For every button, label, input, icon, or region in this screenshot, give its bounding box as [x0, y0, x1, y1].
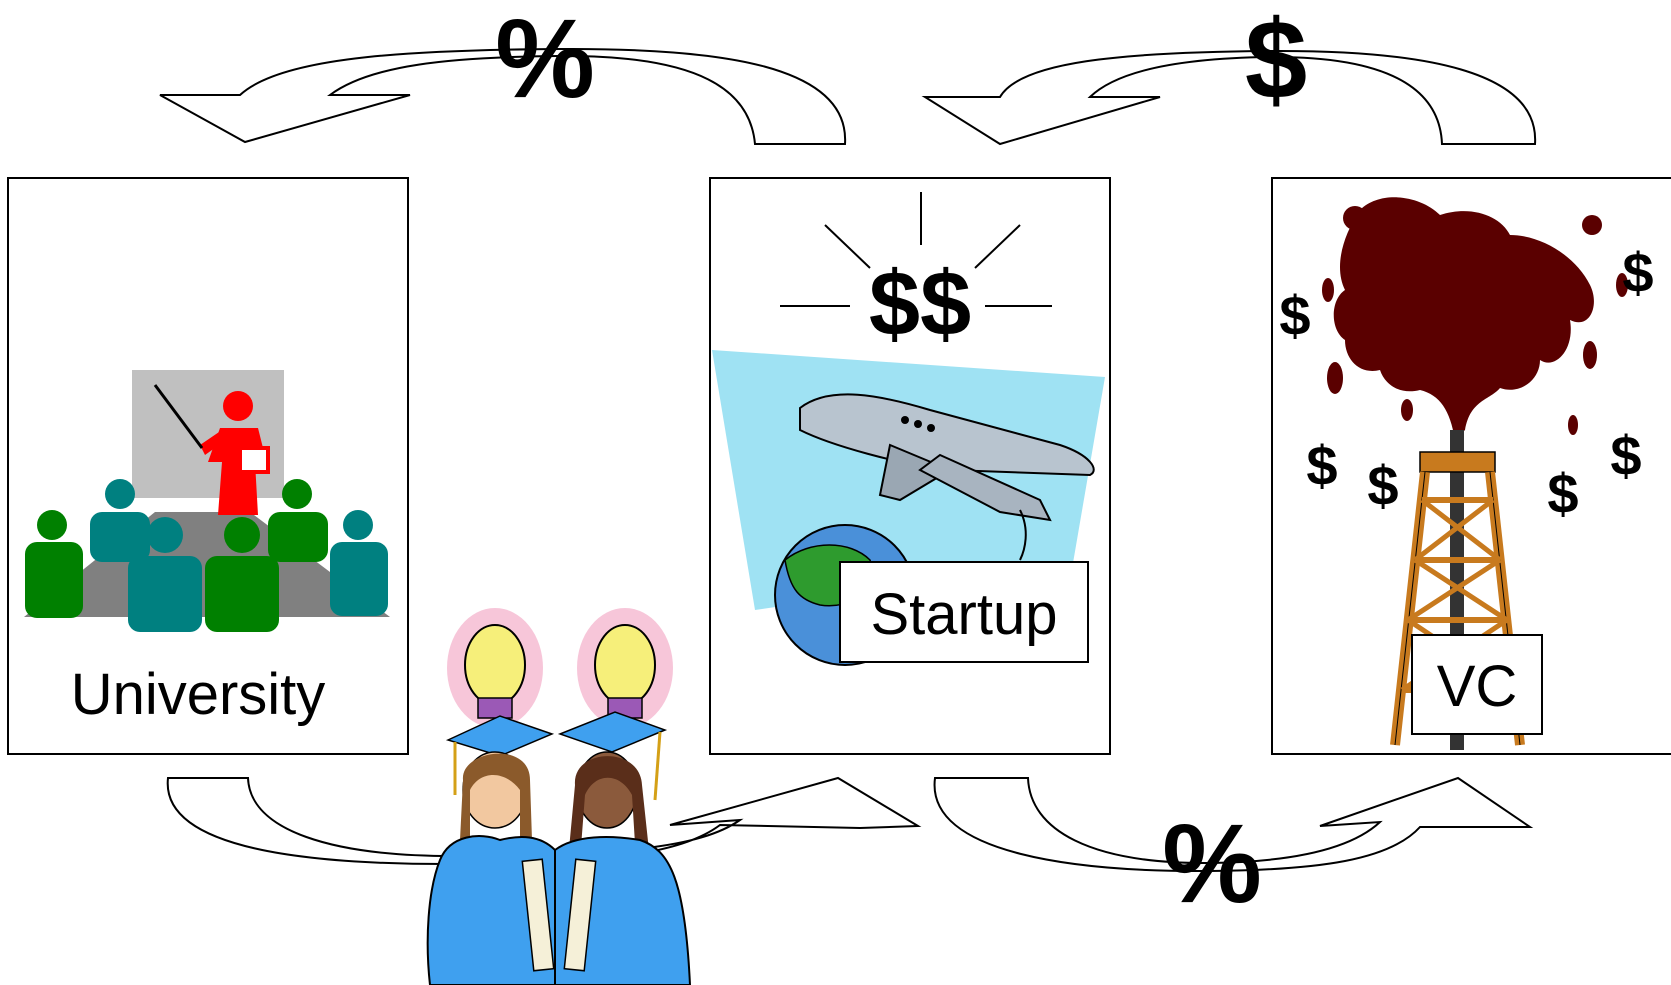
oil-gusher-icon	[1322, 197, 1628, 750]
startup-node: $$ Startup	[709, 177, 1111, 755]
arrow-vc-to-startup	[921, 49, 1537, 146]
graduates-lightbulb-icon	[426, 608, 692, 985]
svg-text:$: $	[1279, 284, 1310, 347]
svg-text:$: $	[1306, 434, 1337, 497]
percent-symbol-top: %	[495, 0, 595, 121]
university-label: University	[71, 662, 326, 727]
vc-node: $ $ $ $ $ $ VC	[1271, 177, 1671, 755]
vc-label: VC	[1437, 654, 1518, 719]
sparkle-rays	[780, 192, 1052, 307]
dollar-symbol-top: $	[1245, 0, 1307, 122]
startup-label: Startup	[871, 582, 1058, 647]
startup-money-symbol: $$	[869, 253, 971, 355]
dollar-signs: $ $ $ $ $ $	[1279, 241, 1653, 525]
university-node: University	[7, 177, 409, 755]
teacher-presentation-icon	[24, 370, 390, 632]
arrow-startup-to-university	[159, 47, 847, 145]
svg-text:$: $	[1547, 462, 1578, 525]
svg-text:$: $	[1622, 241, 1653, 304]
arrow-startup-to-vc	[933, 776, 1534, 873]
percent-symbol-bottom: %	[1162, 801, 1262, 926]
svg-text:$: $	[1610, 424, 1641, 487]
arrow-university-to-startup	[166, 776, 922, 866]
svg-text:$: $	[1367, 454, 1398, 517]
